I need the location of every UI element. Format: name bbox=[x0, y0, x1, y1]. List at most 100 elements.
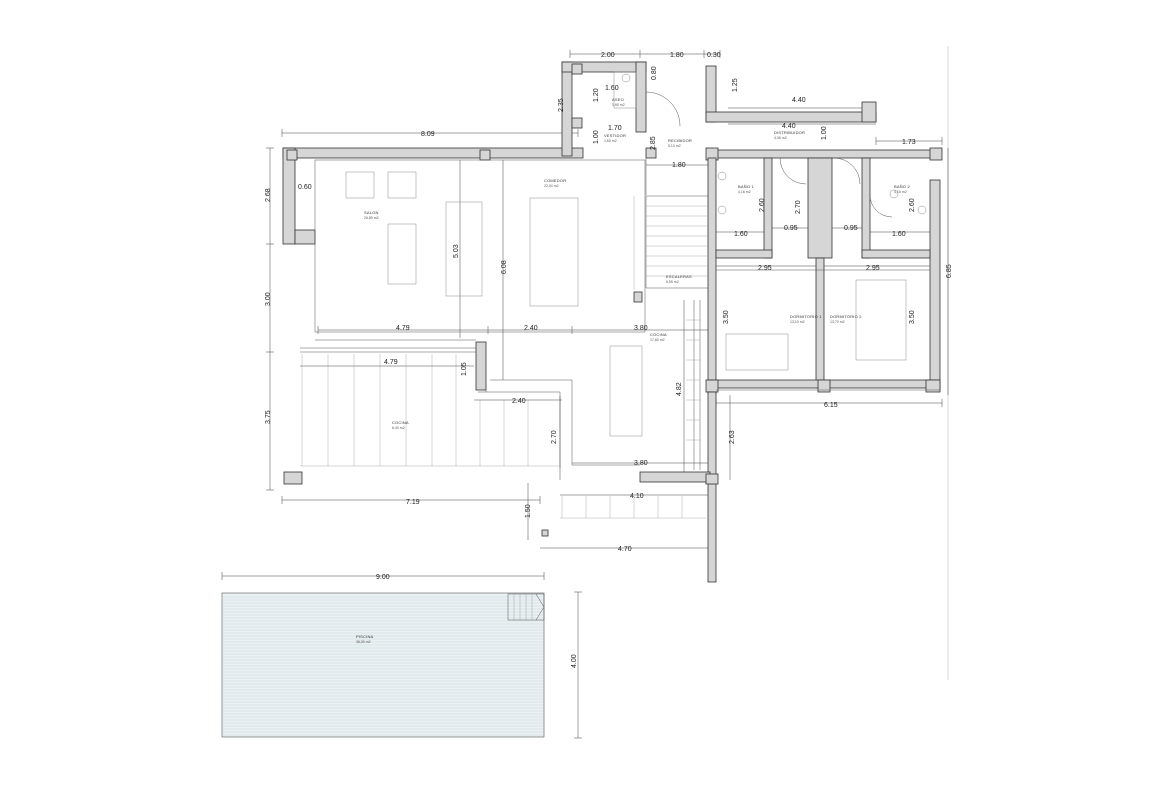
room-dormitorio1: DORMITORIO 1 bbox=[790, 314, 822, 319]
area-aseo: 1,90 m2 bbox=[612, 103, 625, 107]
room-escaleras: ESCALERAS bbox=[666, 274, 692, 279]
area-comedor: 22,04 m2 bbox=[544, 184, 559, 188]
dim-label: 1.05 bbox=[461, 362, 468, 376]
dim-label: 1.60 bbox=[734, 231, 748, 238]
room-piscina: PISCINA bbox=[356, 634, 374, 639]
dim-label: 3.50 bbox=[723, 310, 730, 324]
wall-west-salon bbox=[282, 147, 296, 245]
dimension-labels: 2.00 1.80 0.30 0.80 1.60 1.20 2.35 1.25 … bbox=[265, 52, 953, 668]
dim-label: 1.80 bbox=[670, 52, 684, 59]
room-salon: SALON bbox=[364, 210, 379, 215]
interior-lines bbox=[300, 91, 940, 470]
dim-label: 6.85 bbox=[946, 264, 953, 278]
room-dormitorio2: DORMITORIO 2 bbox=[830, 314, 862, 319]
area-distribuidor: 4,36 m2 bbox=[774, 136, 787, 140]
dim-label: 0.95 bbox=[784, 225, 798, 232]
dim-label: 4.79 bbox=[384, 359, 398, 366]
dim-label: 0.95 bbox=[844, 225, 858, 232]
dim-label: 9.00 bbox=[376, 574, 390, 581]
bed bbox=[855, 279, 907, 361]
dim-label: 3.00 bbox=[265, 292, 272, 306]
room-recibidor: RECIBIDOR bbox=[668, 138, 692, 143]
area-escaleras: 6,55 m2 bbox=[666, 280, 679, 284]
dimension-lines bbox=[221, 50, 949, 739]
dim-label: 0.80 bbox=[651, 66, 658, 80]
sofa bbox=[445, 201, 483, 297]
armchair bbox=[345, 171, 375, 199]
area-dormitorio2: 13,70 m2 bbox=[830, 320, 845, 324]
wall-north-salon bbox=[282, 147, 584, 159]
room-comedor: COMEDOR bbox=[544, 178, 566, 183]
dim-label: 2.60 bbox=[759, 198, 766, 212]
dim-label: 3.80 bbox=[634, 460, 648, 467]
dim-label: 3.50 bbox=[909, 310, 916, 324]
area-dormitorio1: 13,10 m2 bbox=[790, 320, 805, 324]
dim-label: 4.79 bbox=[396, 325, 410, 332]
dim-label: 4.40 bbox=[782, 123, 796, 130]
dim-label: 2.70 bbox=[551, 430, 558, 444]
dim-label: 1.50 bbox=[525, 504, 532, 518]
room-cocina-right: COCINA bbox=[650, 332, 667, 337]
furniture bbox=[345, 71, 927, 437]
dim-label: 6.08 bbox=[501, 260, 508, 274]
dim-label: 1.80 bbox=[672, 162, 686, 169]
dim-label: 2.40 bbox=[524, 325, 538, 332]
dim-label: 1.70 bbox=[608, 125, 622, 132]
toilet bbox=[889, 189, 899, 199]
area-cocina-right: 17,60 m2 bbox=[650, 338, 665, 342]
terrace-pergola bbox=[300, 354, 706, 519]
dim-label: 2.35 bbox=[558, 98, 565, 112]
dim-label: 2.95 bbox=[866, 265, 880, 272]
area-bano2: 4,16 m2 bbox=[894, 190, 907, 194]
dim-label: 1.73 bbox=[902, 139, 916, 146]
bed bbox=[725, 333, 789, 371]
basin bbox=[717, 205, 727, 215]
dim-label: 2.60 bbox=[909, 198, 916, 212]
dim-label: 6.15 bbox=[824, 402, 838, 409]
dim-label: 8.09 bbox=[421, 131, 435, 138]
area-salon: 26,80 m2 bbox=[364, 216, 379, 220]
toilet bbox=[717, 171, 727, 181]
dim-label: 4.10 bbox=[630, 493, 644, 500]
room-aseo: ASEO bbox=[612, 97, 624, 102]
dining-table bbox=[529, 197, 579, 307]
dim-label: 2.63 bbox=[729, 430, 736, 444]
room-cocina-left: COCINA bbox=[392, 420, 409, 425]
aseo-fixtures bbox=[613, 71, 637, 109]
dim-label: 1.60 bbox=[605, 85, 619, 92]
dim-label: 2.95 bbox=[758, 265, 772, 272]
armchair bbox=[387, 171, 417, 199]
dim-label: 3.80 bbox=[634, 325, 648, 332]
dim-label: 4.82 bbox=[676, 382, 683, 396]
area-vestidor: 1,60 m2 bbox=[604, 139, 617, 143]
room-bano1: BAÑO 1 bbox=[738, 184, 754, 189]
dim-label: 2.85 bbox=[650, 136, 657, 150]
room-labels: ASEO 1,90 m2 VESTIDOR 1,60 m2 RECIBIDOR … bbox=[356, 97, 910, 644]
room-bano2: BAÑO 2 bbox=[894, 184, 910, 189]
dim-label: 3.75 bbox=[265, 410, 272, 424]
dim-label: 1.00 bbox=[821, 126, 828, 140]
dim-label: 2.00 bbox=[601, 52, 615, 59]
dim-label: 2.40 bbox=[512, 398, 526, 405]
dim-label: 0.60 bbox=[298, 184, 312, 191]
coffee-table bbox=[387, 223, 417, 285]
dim-label: 1.20 bbox=[593, 88, 600, 102]
room-vestidor: VESTIDOR bbox=[604, 133, 626, 138]
area-bano1: 4,16 m2 bbox=[738, 190, 751, 194]
dim-label: 5.03 bbox=[453, 244, 460, 258]
dim-label: 4.70 bbox=[618, 546, 632, 553]
dim-label: 0.30 bbox=[707, 52, 721, 59]
kitchen-island bbox=[609, 345, 643, 437]
dim-label: 4.40 bbox=[792, 97, 806, 104]
pool-outline bbox=[221, 592, 545, 738]
dim-label: 1.60 bbox=[892, 231, 906, 238]
dim-label: 4.00 bbox=[571, 654, 578, 668]
room-distribuidor: DISTRIBUIDOR bbox=[774, 130, 805, 135]
area-recibidor: 5,10 m2 bbox=[668, 144, 681, 148]
dim-label: 2.68 bbox=[265, 188, 272, 202]
dim-label: 7.19 bbox=[406, 499, 420, 506]
area-cocina-left: 6,40 m2 bbox=[392, 426, 405, 430]
stairs bbox=[633, 195, 709, 441]
dim-label: 2.70 bbox=[795, 200, 802, 214]
